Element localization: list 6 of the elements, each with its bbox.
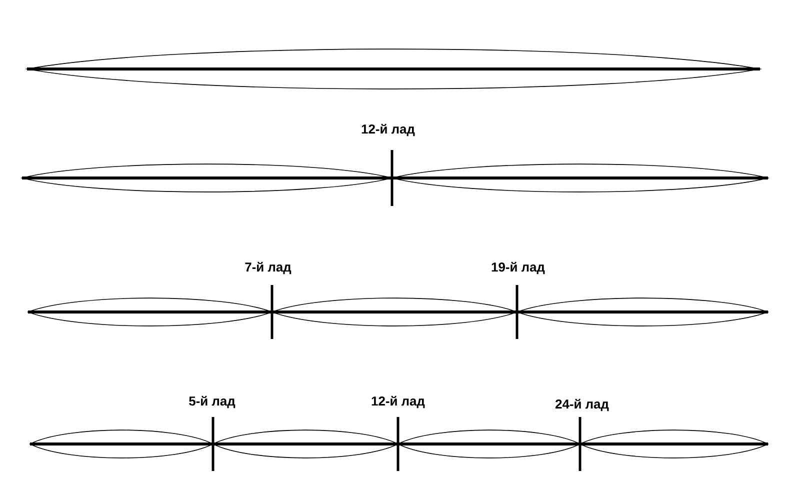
fret-label: 19-й лад — [492, 262, 545, 274]
fret-label: 24-й лад — [556, 398, 609, 412]
fret-label: 12-й лад — [362, 124, 415, 136]
fret-label: 5-й лад — [189, 396, 236, 408]
fret-label: 12-й лад — [372, 396, 425, 408]
fret-label: 7-й лад — [245, 262, 292, 274]
